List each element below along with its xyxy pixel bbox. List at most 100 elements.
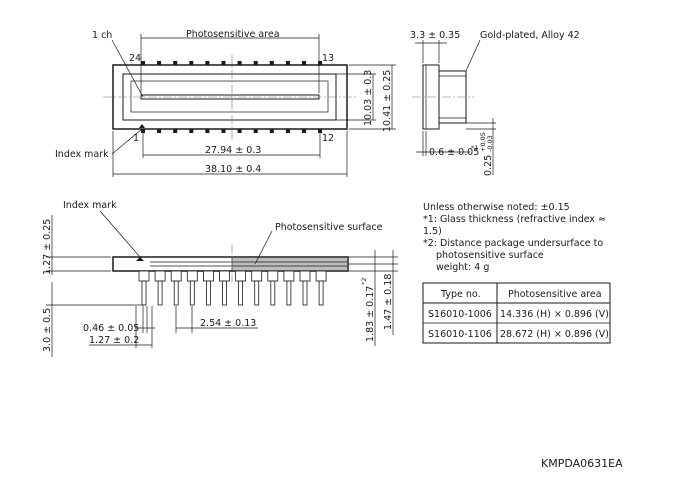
front-body [112, 256, 349, 272]
front-lead-shoulder [186, 270, 198, 282]
bottom-pin [205, 129, 210, 133]
photosensitive-area-table: Type no. Photosensitive area S16010-1006… [422, 282, 611, 344]
photosensitive-surface-label: Photosensitive surface [275, 222, 383, 233]
front-lead [286, 280, 292, 306]
pin-1-label: 1 [133, 133, 139, 144]
notes-block: Unless otherwise noted: ±0.15 *1: Glass … [423, 202, 606, 273]
side-view: 3.3 ± 0.35 Gold-plated, Alloy 42 0.6 ± 0… [410, 30, 580, 176]
glass-note: *1 [471, 144, 478, 152]
top-pin [157, 61, 162, 65]
lead-length-label: 3.0 ± 0.5 [42, 308, 53, 352]
front-lead-shoulder [170, 270, 182, 282]
front-lead-shoulder [315, 270, 327, 282]
bottom-pin [302, 129, 306, 133]
top-view: 1 ch Photosensitive area 24 13 1 12 Inde… [55, 29, 396, 177]
front-lead [189, 280, 195, 306]
ch1-label: 1 ch [92, 30, 112, 41]
bottom-pin-row [141, 129, 323, 133]
note-line-1: Unless otherwise noted: ±0.15 [423, 202, 570, 213]
front-index-mark-symbol [136, 257, 144, 261]
body-label: 1.47 ± 0.18 [383, 274, 394, 330]
ch1-leader [111, 39, 144, 98]
index-mark-symbol [139, 124, 145, 128]
bottom-pin [173, 129, 178, 133]
bottom-pin [285, 129, 290, 133]
front-lead-shoulder [235, 270, 247, 282]
window-outline [130, 80, 329, 113]
top-pin [285, 61, 290, 65]
lead-offset-label: 1.27 ± 0.2 [89, 335, 139, 346]
drawing-code: KMPDA0631EA [541, 457, 623, 470]
photosensitive-area-label: Photosensitive area [186, 29, 280, 40]
front-lead-shoulder [283, 270, 295, 282]
bottom-pin [318, 129, 323, 133]
top-pin [253, 61, 258, 65]
table-header-area: Photosensitive area [508, 289, 602, 300]
front-lead [254, 280, 260, 306]
surface-label: 1.83 ± 0.17 [365, 286, 376, 342]
front-lead [173, 280, 179, 306]
front-index-mark-label: Index mark [63, 200, 117, 211]
front-lead-shoulder [267, 270, 279, 282]
glass-label: 0.6 ± 0.05 [429, 147, 479, 158]
length-label: 38.10 ± 0.4 [205, 164, 261, 175]
top-pin [318, 61, 323, 65]
pitch-label: 2.54 ± 0.13 [200, 318, 256, 329]
note-line-4: *2: Distance package undersurface to [423, 238, 603, 249]
top-pin [269, 61, 274, 65]
lead-leader [465, 39, 481, 72]
front-pin-row [138, 270, 327, 306]
lead-label: Gold-plated, Alloy 42 [480, 30, 580, 41]
index-mark-label: Index mark [55, 149, 109, 160]
front-glass [232, 258, 347, 270]
inner-height-label: 10.03 ± 0.3 [363, 70, 374, 126]
top-offset-label: 1.27 ± 0.25 [42, 219, 53, 275]
thickness-label: 3.3 ± 0.35 [410, 30, 460, 41]
front-lead [238, 280, 244, 306]
lead-thickness-label: 0.25 [483, 155, 494, 176]
table-row-1-area: 14.336 (H) × 0.896 (V) [500, 309, 609, 320]
front-lead [318, 280, 324, 306]
outer-height-label: 10.41 ± 0.25 [382, 70, 393, 132]
front-lead-shoulder [202, 270, 214, 282]
lead-width-label: 0.46 ± 0.05 [83, 323, 139, 334]
table-row-2-type: S16010-1106 [428, 329, 492, 340]
front-lead-shoulder [219, 270, 230, 282]
front-view: Index mark Photosensitive surface 1.27 ±… [42, 200, 398, 357]
front-lead-shoulder [251, 270, 263, 282]
front-lead [222, 280, 227, 306]
top-pin [302, 61, 306, 65]
note-line-5: photosensitive surface [436, 250, 544, 261]
top-pin [141, 61, 145, 65]
bottom-pin [141, 129, 145, 133]
pin-12-label: 12 [322, 133, 334, 144]
index-mark-leader [111, 128, 143, 155]
top-pin [221, 61, 226, 65]
note-line-2: *1: Glass thickness (refractive index ≈ [423, 214, 606, 225]
table-row-1-type: S16010-1006 [428, 309, 492, 320]
table-header-type: Type no. [440, 289, 481, 300]
note-line-6: weight: 4 g [436, 262, 489, 273]
bottom-pin [189, 129, 194, 133]
front-lead [141, 280, 147, 306]
bottom-pin [157, 129, 162, 133]
top-pin [189, 61, 194, 65]
front-lead-shoulder [138, 270, 150, 282]
top-pin [173, 61, 178, 65]
note-line-3: 1.5) [423, 226, 442, 237]
front-lead [302, 280, 308, 306]
top-pin [205, 61, 210, 65]
front-index-mark-leader [99, 210, 141, 258]
bottom-pin [269, 129, 274, 133]
lead-thickness-tol-minus: -0.03 [486, 135, 494, 152]
front-lead [205, 280, 211, 306]
front-lead [270, 280, 276, 306]
pin-13-label: 13 [322, 53, 334, 64]
top-pin [237, 61, 242, 65]
photosensitive-surface-leader [254, 230, 273, 265]
pitch-span-label: 27.94 ± 0.3 [205, 145, 261, 156]
lead-thickness-tol-plus: +0.05 [479, 132, 487, 152]
pin-24-label: 24 [129, 53, 141, 64]
surface-note: *2 [360, 278, 368, 285]
